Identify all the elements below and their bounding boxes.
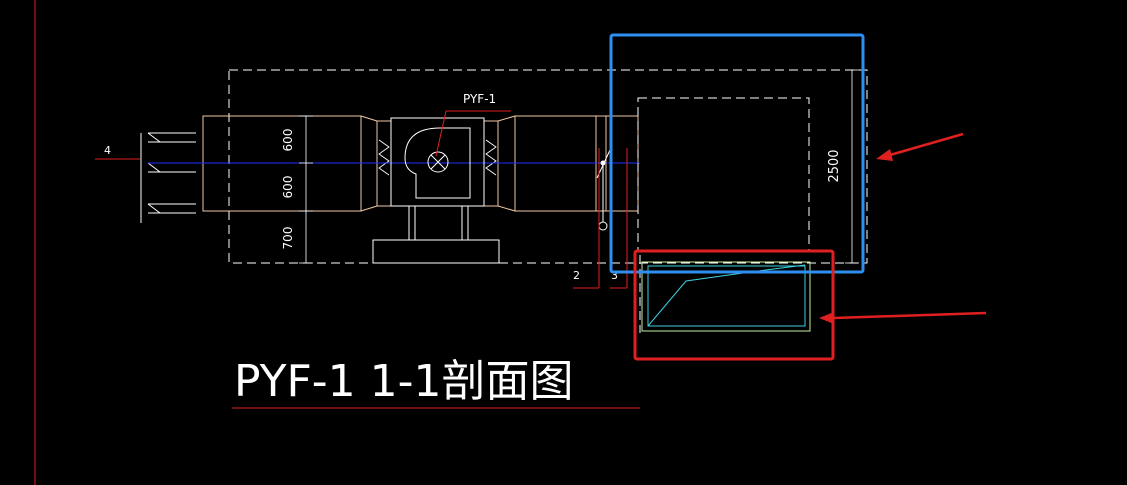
arrow-to-blue-box	[876, 132, 964, 161]
equipment-room-outline	[228, 69, 868, 264]
fan-pyf-1	[390, 117, 485, 207]
dimension-label-600-upper: 600	[281, 129, 295, 152]
dimension-label-2500: 2500	[827, 149, 842, 182]
louver-grille	[140, 132, 196, 223]
section-title: PYF-1 1-1剖面图	[234, 356, 573, 407]
flexible-connector-marks	[378, 139, 497, 176]
highlight-box-blue	[609, 33, 865, 274]
fan-tag-leader: PYF-1	[435, 92, 511, 157]
dimension-600-600-700	[299, 115, 313, 264]
callout-3-label: 3	[611, 269, 618, 282]
fan-support-base	[372, 206, 500, 264]
arrow-to-red-box	[819, 311, 987, 324]
callout-4-label: 4	[104, 144, 111, 157]
upper-dashed-box	[637, 97, 810, 252]
dimension-2500	[845, 69, 859, 264]
dimension-label-600-lower: 600	[281, 176, 295, 199]
callout-4: 4	[95, 144, 140, 160]
fan-tag-label: PYF-1	[463, 92, 496, 106]
callout-2-label: 2	[573, 269, 580, 282]
lower-equipment-section	[641, 261, 811, 332]
callout-2-3	[573, 148, 628, 289]
dimension-label-700: 700	[281, 227, 295, 250]
highlight-box-red	[633, 249, 835, 361]
